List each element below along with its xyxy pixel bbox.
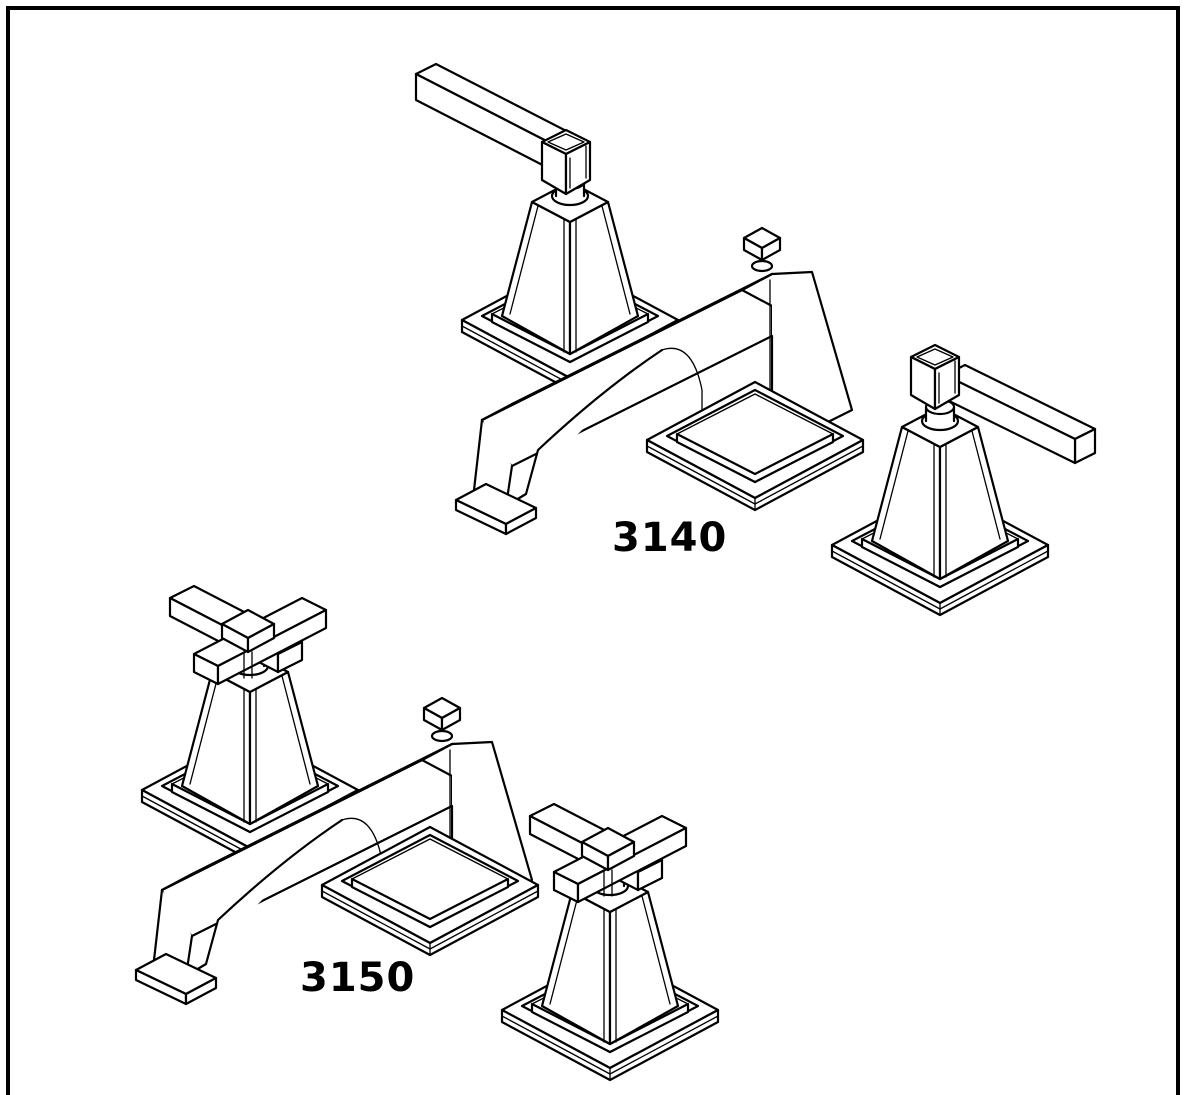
faucet-3150 bbox=[134, 584, 720, 1082]
model-label-3150: 3150 bbox=[300, 955, 416, 1001]
lever-handle-left-3140 bbox=[414, 62, 592, 196]
cross-handle-right-3150 bbox=[528, 802, 688, 904]
lever-handle-right-3140 bbox=[909, 343, 1097, 465]
page-border bbox=[6, 6, 1180, 1095]
model-label-3140: 3140 bbox=[612, 515, 728, 561]
cross-handle-left-3150 bbox=[168, 584, 328, 686]
faucet-3140 bbox=[414, 62, 1097, 617]
